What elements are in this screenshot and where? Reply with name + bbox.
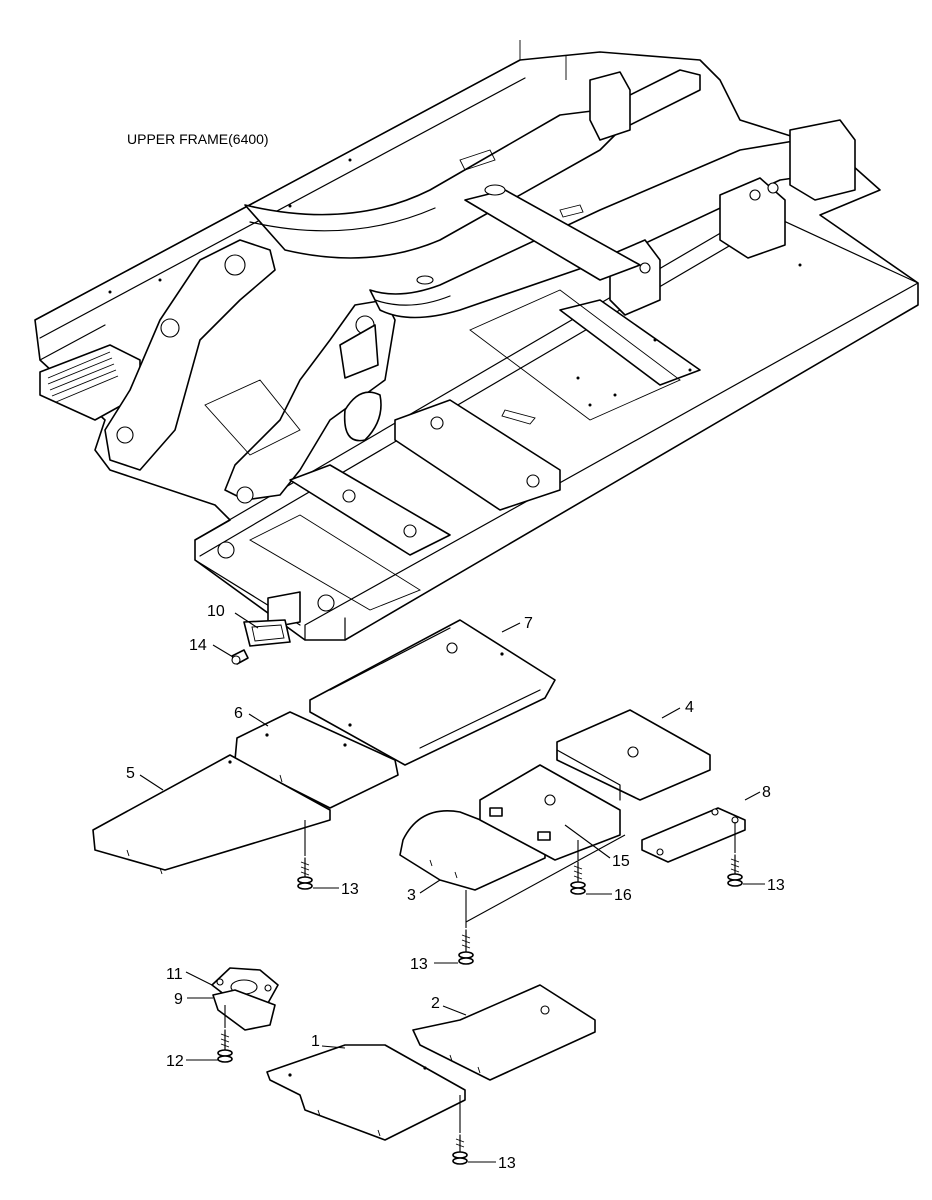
callout-6: 6 bbox=[234, 705, 243, 722]
upper-frame bbox=[34, 40, 919, 641]
bolt-13-d bbox=[452, 1134, 468, 1165]
part-14-bolt bbox=[231, 649, 249, 665]
callout-16: 16 bbox=[614, 887, 632, 904]
callout-13-d: 13 bbox=[498, 1155, 516, 1172]
callout-3: 3 bbox=[407, 887, 416, 904]
bolt-12 bbox=[217, 1029, 233, 1063]
bolt-16 bbox=[570, 861, 586, 895]
callout-11: 11 bbox=[166, 966, 183, 983]
leader-lines bbox=[139, 612, 765, 1163]
callout-labels: 1 2 3 4 5 6 7 8 9 10 11 12 13 13 13 13 1… bbox=[126, 603, 785, 1172]
callout-15: 15 bbox=[612, 853, 630, 870]
bolt-13-a bbox=[297, 857, 313, 890]
callout-14: 14 bbox=[189, 637, 207, 654]
part-7-plate bbox=[309, 619, 556, 766]
diagram-title: UPPER FRAME(6400) bbox=[127, 131, 269, 147]
callout-8: 8 bbox=[762, 784, 771, 801]
callout-1: 1 bbox=[311, 1033, 320, 1050]
callout-9: 9 bbox=[174, 991, 183, 1008]
part-8-plate bbox=[641, 807, 746, 863]
callout-2: 2 bbox=[431, 995, 440, 1012]
callout-5: 5 bbox=[126, 765, 135, 782]
bolt-13-b bbox=[727, 854, 743, 887]
callout-13-a: 13 bbox=[341, 881, 359, 898]
part-4-plate bbox=[556, 709, 711, 801]
callout-12: 12 bbox=[166, 1053, 184, 1070]
part-2-plate bbox=[412, 984, 596, 1081]
part-3-box bbox=[479, 764, 621, 861]
callout-13-c: 13 bbox=[410, 956, 428, 973]
part-3-plate bbox=[399, 810, 546, 891]
part-5-plate bbox=[92, 754, 331, 875]
bolt-13-c bbox=[458, 929, 474, 965]
callout-13-b: 13 bbox=[767, 877, 785, 894]
part-1-plate bbox=[266, 1044, 466, 1141]
callout-10: 10 bbox=[207, 603, 225, 620]
callout-7: 7 bbox=[524, 615, 533, 632]
part-9-plate bbox=[212, 989, 276, 1031]
callout-4: 4 bbox=[685, 699, 694, 716]
